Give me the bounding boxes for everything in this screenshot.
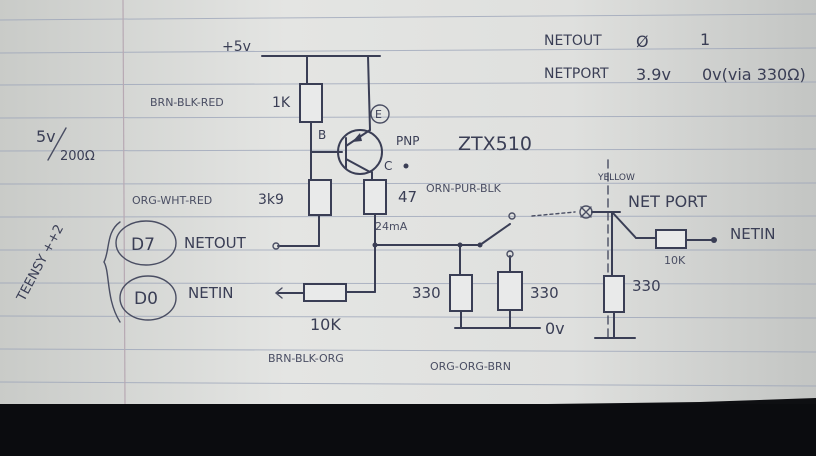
transistor-part-number: ZTX510 <box>458 133 532 155</box>
current-limit-note-denominator: 200Ω <box>60 149 95 164</box>
resistor-330-a-value: 330 <box>412 284 441 302</box>
emitter-label: E <box>375 108 382 121</box>
resistor-3k9-value: 3k9 <box>258 192 284 208</box>
table-netout-v1: 1 <box>700 30 710 49</box>
desk-background <box>0 404 816 456</box>
netout-terminal <box>272 242 280 250</box>
port-wire-colors: ORN-PUR-BLK <box>426 182 502 195</box>
resistor-47-value: 47 <box>398 188 417 206</box>
d7-pin-label: D7 <box>131 235 155 255</box>
switch-contact <box>508 212 516 220</box>
resistor-330-b <box>497 271 523 311</box>
resistor-47 <box>363 179 387 215</box>
resistor-1k <box>299 83 323 123</box>
netout-label: NETOUT <box>184 234 247 252</box>
ruled-lines <box>0 13 816 387</box>
table-netout-v0: Ø <box>636 32 649 51</box>
pnp-transistor-symbol <box>337 129 383 175</box>
resistor-10k-value: 10K <box>310 315 341 334</box>
resistor-330-colors: ORG-ORG-BRN <box>430 360 511 373</box>
switch-blade <box>479 223 511 246</box>
port-color-note: YELLOW <box>597 173 635 183</box>
emitter-marker-circle <box>370 104 390 124</box>
resistor-3k9-colors: ORG-WHT-RED <box>132 194 212 207</box>
resistor-1k-colors: BRN-BLK-RED <box>150 96 224 109</box>
collector-label: C <box>384 159 392 173</box>
resistor-10k-colors: BRN-BLK-ORG <box>268 352 344 365</box>
current-limit-note-numerator: 5v <box>36 127 56 146</box>
base-node-label: B <box>318 128 326 142</box>
netin-output-terminal <box>711 237 717 243</box>
supply-label: +5v <box>222 39 251 55</box>
d0-pin-label: D0 <box>134 289 158 309</box>
table-netport-v1: 0v(via 330Ω) <box>702 65 806 84</box>
table-netport-v0: 3.9v <box>636 65 671 84</box>
resistor-330-c <box>603 275 625 313</box>
transistor-type: PNP <box>396 134 419 148</box>
resistor-10k-input <box>655 229 687 249</box>
resistor-1k-value: 1K <box>272 95 291 111</box>
resistor-330-c-value: 330 <box>632 277 661 295</box>
d7-pin-bubble <box>115 220 177 266</box>
netin-output-label: NETIN <box>730 225 776 243</box>
resistor-330-b-value: 330 <box>530 284 559 302</box>
net-port-label: NET PORT <box>628 192 707 211</box>
resistor-3k9 <box>308 179 332 216</box>
resistor-10k <box>303 283 347 302</box>
netin-label: NETIN <box>188 284 234 302</box>
resistor-10k-input-value: 10K <box>664 254 686 267</box>
netin-arrow-icon <box>274 287 283 299</box>
collector-marker-dot <box>403 163 409 169</box>
table-netport-label: NETPORT <box>544 66 609 82</box>
current-annotation: 24mA <box>375 220 408 233</box>
table-netout-label: NETOUT <box>544 33 602 49</box>
resistor-330-a <box>449 274 473 312</box>
ground-label: 0v <box>545 319 565 338</box>
pin-group-brace <box>103 221 121 323</box>
margin-line <box>122 0 126 405</box>
d0-pin-bubble <box>119 275 177 321</box>
emitter-arrow-icon <box>352 133 362 142</box>
